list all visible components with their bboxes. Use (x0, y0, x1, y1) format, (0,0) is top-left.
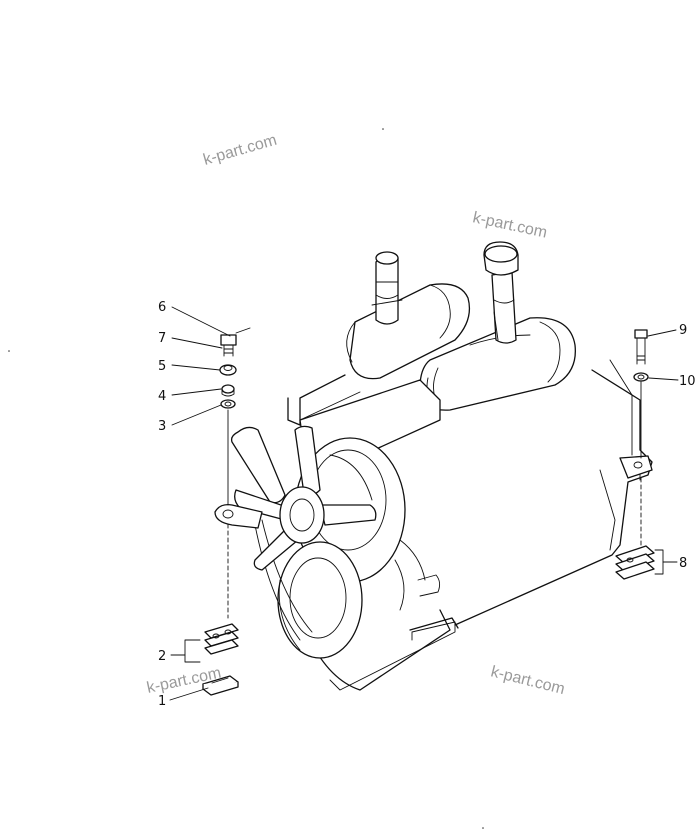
right-mount-parts (615, 329, 655, 580)
nut-part-5 (219, 364, 237, 376)
bolt-part-7 (220, 334, 237, 346)
spacer-part-4 (221, 384, 235, 394)
callout-9: 9 (679, 323, 687, 338)
watermark-top-right: k-part.com (471, 209, 548, 241)
cooling-fan (230, 425, 377, 571)
callout-7: 7 (158, 331, 166, 346)
callout-3: 3 (158, 419, 166, 434)
bolt-part-9 (634, 329, 648, 365)
callout-1: 1 (158, 694, 166, 709)
callout-labels: 1 2 3 4 5 6 7 8 9 10 (158, 300, 696, 709)
left-mount-parts (202, 327, 251, 696)
callout-10: 10 (679, 374, 696, 389)
callout-6: 6 (158, 300, 166, 315)
washer-part-10 (633, 372, 649, 382)
callout-4: 4 (158, 389, 166, 404)
watermark-bottom-right: k-part.com (489, 663, 566, 698)
shim-part-2 (204, 623, 239, 655)
watermark-top-left: k-part.com (201, 132, 278, 169)
scan-speck (482, 827, 484, 829)
shim-part-8 (615, 545, 655, 580)
scan-speck (8, 350, 10, 352)
engine-assembly (214, 241, 653, 691)
callout-8: 8 (679, 556, 687, 571)
washer-part-3 (220, 399, 236, 409)
callout-2: 2 (158, 649, 166, 664)
scan-speck (382, 128, 384, 130)
callout-5: 5 (158, 359, 166, 374)
callout-leaders (169, 306, 679, 701)
